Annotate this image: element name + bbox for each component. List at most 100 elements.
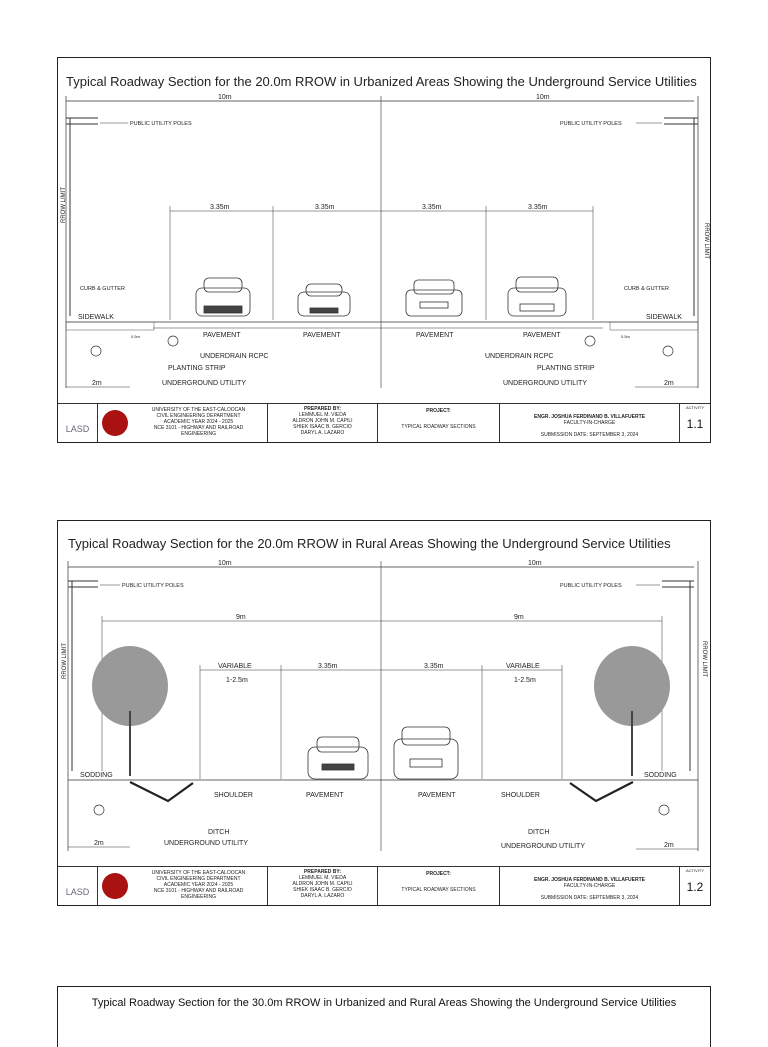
pavement-label-2: PAVEMENT [303, 332, 341, 339]
dim-9m-right: 9m [514, 614, 524, 621]
car-icon [195, 277, 251, 317]
university-block: UNIVERSITY OF THE EAST-CALOOCAN CIVIL EN… [98, 404, 268, 442]
car-icon [297, 283, 351, 317]
rrow-limit-right: RROW LIMIT [701, 641, 707, 677]
car-icon [307, 736, 369, 780]
lane-dim-2: 3.35m [315, 204, 335, 211]
title-block: LASD UNIVERSITY OF THE EAST-CALOOCAN CIV… [58, 866, 710, 905]
drawing-sheet-1: Typical Roadway Section for the 20.0m RR… [57, 57, 711, 443]
activity-block: ACTIVITY 1.1 [680, 404, 710, 442]
dim-2m-left: 2m [94, 840, 104, 847]
university-block: UNIVERSITY OF THE EAST-CALOOCAN CIVIL EN… [98, 867, 268, 905]
utility-pole-right [662, 580, 694, 771]
lane-dim-1: 3.35m [210, 204, 230, 211]
activity-block: ACTIVITY 1.2 [680, 867, 710, 905]
project-block: PROJECT: TYPICAL ROADWAY SECTIONS [378, 867, 500, 905]
lasd-logo: LASD [58, 404, 98, 442]
utility-pipe-icon [90, 345, 102, 357]
dim-2m-right: 2m [664, 842, 674, 849]
project-block: PROJECT: TYPICAL ROADWAY SECTIONS [378, 404, 500, 442]
dim-10m-left: 10m [218, 560, 232, 567]
dim-05m-left: 0.5m [131, 334, 141, 339]
sodding-label-left: SODDING [80, 772, 113, 779]
drawing-sheet-2: Typical Roadway Section for the 20.0m RR… [57, 520, 711, 906]
ditch-left [129, 781, 194, 803]
section-drawing-rural: Typical Roadway Section for the 20.0m RR… [62, 536, 707, 851]
variable-label-left: VARIABLE [218, 663, 252, 670]
car-icon [507, 276, 567, 317]
utility-poles-label-right: PUBLIC UTILITY POLES [560, 121, 622, 127]
planting-label-left: PLANTING STRIP [168, 365, 226, 372]
utility-poles-label-right: PUBLIC UTILITY POLES [560, 583, 622, 589]
tree-icon [594, 646, 670, 776]
rrow-limit-right: RROW LIMIT [703, 223, 709, 259]
lane-dim-4: 3.35m [528, 204, 548, 211]
rrow-limit-left: RROW LIMIT [61, 187, 67, 223]
variable-range-left: 1-2.5m [226, 677, 248, 684]
dim-10m-right: 10m [536, 94, 550, 101]
ditch-right [569, 781, 634, 803]
underground-label-right: UNDERGROUND UTILITY [501, 843, 585, 850]
lasd-logo: LASD [58, 867, 98, 905]
rrow-limit-left: RROW LIMIT [62, 643, 68, 679]
underdrain-pipe-icon [167, 335, 179, 347]
activity-number: 1.1 [686, 417, 704, 431]
shoulder-label-right: SHOULDER [501, 792, 540, 799]
sheet-title: Typical Roadway Section for the 20.0m RR… [66, 74, 697, 89]
car-icon [405, 279, 463, 317]
pavement-label-3: PAVEMENT [416, 332, 454, 339]
drawing-sheet-3: Typical Roadway Section for the 30.0m RR… [57, 986, 711, 1047]
car-icon [393, 726, 459, 780]
curb-label-left: CURB & GUTTER [80, 286, 125, 292]
underdrain-pipe-icon [584, 335, 596, 347]
dim-2m-left: 2m [92, 380, 102, 387]
dim-10m-right: 10m [528, 560, 542, 567]
utility-pipe-icon [662, 345, 674, 357]
faculty-block: ENGR. JOSHUA FERDINAND B. VILLAFUERTE FA… [500, 867, 680, 905]
variable-label-right: VARIABLE [506, 663, 540, 670]
section-drawing-urban: Typical Roadway Section for the 20.0m RR… [61, 74, 709, 388]
faculty-block: ENGR. JOSHUA FERDINAND B. VILLAFUERTE FA… [500, 404, 680, 442]
utility-pole-left [68, 580, 98, 771]
dim-10m-left: 10m [218, 94, 232, 101]
lane-dim-1: 3.35m [318, 663, 338, 670]
lane-dim-2: 3.35m [424, 663, 444, 670]
title-block: LASD UNIVERSITY OF THE EAST-CALOOCAN CIV… [58, 403, 710, 442]
underground-label-left: UNDERGROUND UTILITY [162, 380, 246, 387]
utility-poles-label-left: PUBLIC UTILITY POLES [122, 583, 184, 589]
underground-label-right: UNDERGROUND UTILITY [503, 380, 587, 387]
shoulder-label-left: SHOULDER [214, 792, 253, 799]
curb-label-right: CURB & GUTTER [624, 286, 669, 292]
dim-05m-right: 0.5m [621, 334, 631, 339]
pavement-label-4: PAVEMENT [523, 332, 561, 339]
variable-range-right: 1-2.5m [514, 677, 536, 684]
underdrain-label-right: UNDERDRAIN RCPC [485, 353, 553, 360]
utility-pipe-icon [93, 804, 105, 816]
sheet-title: Typical Roadway Section for the 20.0m RR… [68, 536, 671, 551]
underground-label-left: UNDERGROUND UTILITY [164, 840, 248, 847]
sheet-title: Typical Roadway Section for the 30.0m RR… [91, 997, 677, 1009]
planting-label-right: PLANTING STRIP [537, 365, 595, 372]
sidewalk-label-right: SIDEWALK [646, 314, 682, 321]
ditch-label-right: DITCH [528, 829, 549, 836]
activity-number: 1.2 [686, 880, 704, 894]
tree-icon [92, 646, 168, 776]
utility-pipe-icon [658, 804, 670, 816]
pavement-label-1: PAVEMENT [306, 792, 344, 799]
utility-pole-left [66, 117, 98, 316]
pavement-label-1: PAVEMENT [203, 332, 241, 339]
university-seal-icon [102, 410, 128, 436]
sodding-label-right: SODDING [644, 772, 677, 779]
utility-pole-right [664, 117, 698, 316]
pavement-label-2: PAVEMENT [418, 792, 456, 799]
dim-2m-right: 2m [664, 380, 674, 387]
underdrain-label-left: UNDERDRAIN RCPC [200, 353, 268, 360]
lane-dim-3: 3.35m [422, 204, 442, 211]
sidewalk-label-left: SIDEWALK [78, 314, 114, 321]
dim-9m-left: 9m [236, 614, 246, 621]
university-seal-icon [102, 873, 128, 899]
utility-poles-label-left: PUBLIC UTILITY POLES [130, 121, 192, 127]
ditch-label-left: DITCH [208, 829, 229, 836]
